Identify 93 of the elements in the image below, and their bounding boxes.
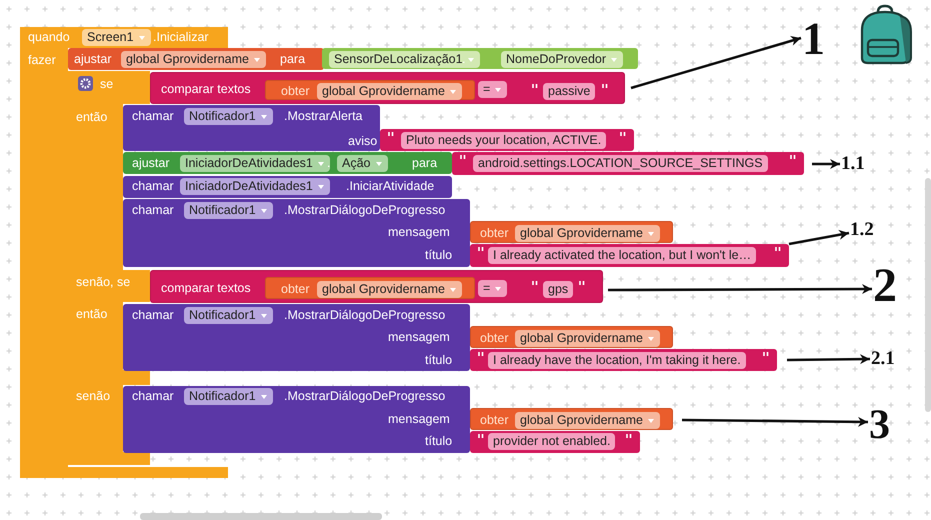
block-label: então [76,306,108,322]
text-value: android.settings.LOCATION_SOURCE_SETTINGS [473,154,768,172]
block-label: título [425,433,452,449]
text-block [452,152,804,175]
dropdown-field: Notificador1 [184,306,273,324]
block-label: .MostrarDiálogoDeProgresso [284,307,446,323]
dropdown-field: global Gprovidername [317,280,462,298]
callout-number: 2 [873,262,909,308]
block-label: . [462,51,466,67]
block-label: mensagem [388,411,450,427]
compare-texts-block [150,270,603,303]
call-block [123,386,470,453]
block-label: comparar textos [161,280,251,296]
set-property-block [123,152,452,174]
block-label: .Inicializar [153,29,209,45]
dropdown-field: IniciadorDeAtividades1 [180,178,330,194]
arrow [682,416,868,427]
callout-number: 1 [802,16,832,62]
text-block [380,129,634,151]
block-label: comparar textos [161,81,251,97]
block-label: chamar [132,108,174,124]
callout-number: 2.1 [871,349,905,369]
block-label: chamar [132,307,174,323]
text-value: passive [543,82,596,100]
block-label: . [327,155,330,171]
arrow [630,36,802,90]
block-label: para [412,155,438,171]
block-label: .MostrarAlerta [284,108,362,124]
get-variable-block [470,408,673,430]
dropdown-field: Screen1 [82,28,151,46]
block-label: chamar [132,388,174,404]
block-label: obter [480,330,508,346]
text-value: I already activated the location, but I won't le… [488,246,756,264]
arrow [812,159,840,169]
dropdown-field: global Gprovidername [121,50,266,68]
dropdown-field: global Gprovidername [317,82,462,100]
text-value: gps [543,280,574,298]
call-block [123,304,470,371]
get-variable-block [265,277,475,299]
dropdown-field: Notificador1 [184,202,273,218]
block-label: obter [480,225,508,241]
block-label: quando [28,29,70,45]
text-block [470,349,777,371]
get-variable-block [265,80,475,100]
text-block [470,244,789,267]
call-block [123,105,380,151]
text-value: I already have the location, I'm taking it here. [488,352,746,368]
block-label: chamar [132,178,174,194]
block-label: mensagem [388,329,450,345]
call-block [123,199,470,267]
dropdown-field: = [478,280,508,296]
text-block [470,431,640,453]
dropdown-field: global Gprovidername [515,412,660,428]
block-label: .IniciarAtividade [346,178,434,194]
block-label: ajustar [132,155,170,171]
block-label: chamar [132,202,174,218]
block-label: .MostrarDiálogoDeProgresso [284,202,446,218]
block-label: obter [281,83,310,99]
call-block [123,176,452,198]
dropdown-field: Notificador1 [184,388,273,404]
block-label: então [76,109,108,125]
arrow [608,284,872,294]
block-label: aviso [348,133,378,149]
block-label: .MostrarDiálogoDeProgresso [284,388,446,404]
block-label: para [280,51,306,67]
block-label: obter [480,412,508,428]
dropdown-field: Ação [337,154,388,172]
text-value: provider not enabled. [488,432,616,450]
get-variable-block [470,221,673,243]
dropdown-field: NomeDoProvedor [501,50,624,68]
block-label: mensagem [388,224,450,240]
callout-number: 1.2 [850,220,884,240]
property-getter-block [322,48,638,69]
block-label: senão, se [76,274,130,290]
block-label: título [425,352,452,368]
block-label: ajustar [74,51,112,67]
get-variable-block [470,326,673,348]
block-label: senão [76,388,110,404]
dropdown-field: global Gprovidername [515,330,660,346]
compare-texts-block [150,72,625,104]
arrow [788,230,850,246]
dropdown-field: = [478,80,508,98]
block-label: obter [281,281,310,297]
dropdown-field: Notificador1 [184,108,273,124]
block-label: título [425,247,452,263]
callout-number: 3 [869,404,899,448]
dropdown-field: global Gprovidername [515,224,660,242]
text-value: Pluto needs your location, ACTIVE. [401,132,606,148]
block-label: se [100,76,114,92]
arrow [786,354,870,364]
block-label: fazer [28,52,56,68]
callout-number: 1.1 [841,154,881,174]
set-variable-block [68,48,324,70]
